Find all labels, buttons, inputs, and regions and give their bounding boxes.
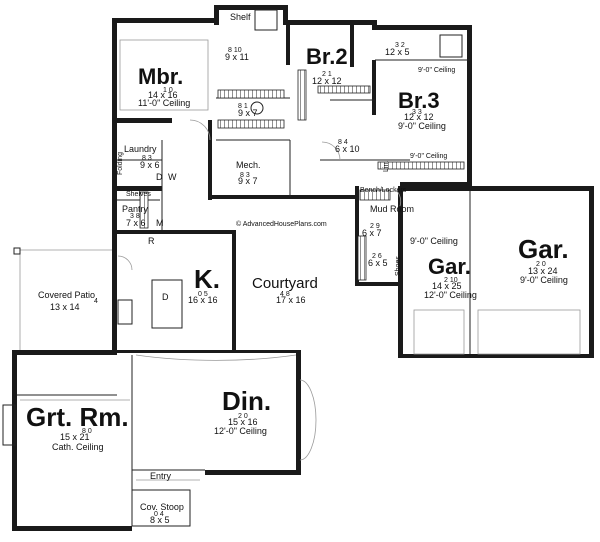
- gar1-name: Gar.: [428, 254, 471, 279]
- hall-size-sup: 8 4: [338, 139, 348, 146]
- closet-size-sup: 2 6: [372, 253, 382, 260]
- br3-size: 12 x 12: [404, 112, 434, 122]
- shelf-label: Shelf: [230, 12, 251, 22]
- pantry-size: 7 x 6: [126, 218, 146, 228]
- hall-size: 6 x 10: [335, 144, 360, 154]
- courtyard-size-sup: 4 8: [280, 291, 290, 298]
- br2-size: 12 x 12: [312, 76, 342, 86]
- br3-ceiling: 9'-0" Ceiling: [398, 121, 446, 131]
- br2-name: Br.2: [306, 44, 348, 69]
- pantry-shelves: Shelves: [126, 191, 151, 198]
- grt-name: Grt. Rm.: [26, 402, 129, 432]
- mud-size: 6 x 7: [362, 228, 382, 238]
- br3-size-sup: 3 3: [412, 109, 422, 116]
- closet-ceiling: 9'-0" Ceiling: [410, 153, 447, 160]
- entry-label: Entry: [150, 471, 172, 481]
- stoop-size-sup: 0 4: [154, 511, 164, 518]
- mbr-size: 14 x 16: [148, 90, 178, 100]
- mbath-size-sup: 8 10: [228, 47, 242, 54]
- bench-lockers-label: Bench/Lockers: [360, 187, 407, 194]
- kitchen-name: K.: [194, 264, 220, 294]
- kitchen-d: D: [162, 292, 169, 302]
- stoop-name: Cov. Stoop: [140, 502, 184, 512]
- gar2-size: 13 x 24: [528, 266, 558, 276]
- br3-name: Br.3: [398, 88, 440, 113]
- stoop-outline: [131, 489, 191, 527]
- laundry-name: Laundry: [124, 144, 157, 154]
- patio-name: Covered Patio: [38, 290, 95, 300]
- din-size: 15 x 16: [228, 417, 258, 427]
- laundry-size-sup: 8 3: [142, 155, 152, 162]
- closet-size: 6 x 5: [368, 258, 388, 268]
- patio-size-sup: 4: [94, 298, 98, 305]
- laundry-w: W: [168, 172, 177, 182]
- lin-label: Lin.: [383, 161, 390, 172]
- courtyard-name: Courtyard: [252, 275, 318, 292]
- website-label: © AdvancedHousePlans.com: [236, 220, 327, 228]
- mech-name: Mech.: [236, 160, 261, 170]
- gar1-ceiling: 12'-0" Ceiling: [424, 290, 477, 300]
- bath2-size-sup: 3 2: [395, 42, 405, 49]
- gar1-ceiling2: 9'-0" Ceiling: [410, 236, 458, 246]
- gar2-ceiling: 9'-0" Ceiling: [520, 275, 568, 285]
- laundry-folding: Folding: [117, 152, 124, 175]
- doors: [117, 119, 402, 461]
- patio-post: [13, 247, 21, 255]
- mbr-size-sup: 1 0: [163, 87, 173, 94]
- mech-size: 9 x 7: [238, 176, 258, 186]
- kitchen-size: 16 x 16: [188, 295, 218, 305]
- din-ceiling: 12'-0" Ceiling: [214, 426, 267, 436]
- grt-ceiling: Cath. Ceiling: [52, 442, 104, 452]
- bath2-ceiling: 9'-0" Ceiling: [418, 67, 455, 74]
- bath2-size: 12 x 5: [385, 47, 410, 57]
- br2-size-sup: 2 1: [322, 71, 332, 78]
- pantry-size-sup: 3 8: [130, 213, 140, 220]
- mech-size-sup: 8 3: [240, 172, 250, 179]
- pantry-name: Pantry: [122, 204, 149, 214]
- mbath-size: 9 x 11: [225, 52, 249, 62]
- courtyard-size: 17 x 16: [276, 295, 306, 305]
- din-size-sup: 2 0: [238, 413, 248, 420]
- kitchen-size-sup: 0 5: [198, 291, 208, 298]
- wic-size-sup: 8 1: [238, 103, 248, 110]
- labels: Shelf Mbr. 1 0 14 x 16 11'-0" Ceiling 8 …: [26, 12, 569, 525]
- mbr-name: Mbr.: [138, 64, 183, 89]
- laundry-d: D: [156, 172, 163, 182]
- gar2-size-sup: 2 0: [536, 261, 546, 268]
- closet-shelving: [139, 69, 465, 281]
- mud-name: Mud Room: [370, 204, 414, 214]
- shoes-label: Shoes: [395, 256, 402, 276]
- gar1-size-sup: 2 10: [444, 277, 458, 284]
- stoop-size: 8 x 5: [150, 515, 170, 525]
- gar1-size: 14 x 25: [432, 281, 462, 291]
- wic-size: 9 x 7: [238, 108, 258, 118]
- din-name: Din.: [222, 386, 271, 416]
- grt-size: 15 x 21: [60, 432, 90, 442]
- patio-size: 13 x 14: [50, 302, 80, 312]
- grt-size-sup: 8 0: [82, 428, 92, 435]
- mud-size-sup: 2 9: [370, 223, 380, 230]
- mbr-ceiling: 11'-0" Ceiling: [138, 98, 190, 108]
- gar2-name: Gar.: [518, 234, 569, 264]
- pantry-m: M: [156, 218, 164, 228]
- laundry-size: 9 x 6: [140, 160, 160, 170]
- pantry-r: R: [148, 236, 155, 246]
